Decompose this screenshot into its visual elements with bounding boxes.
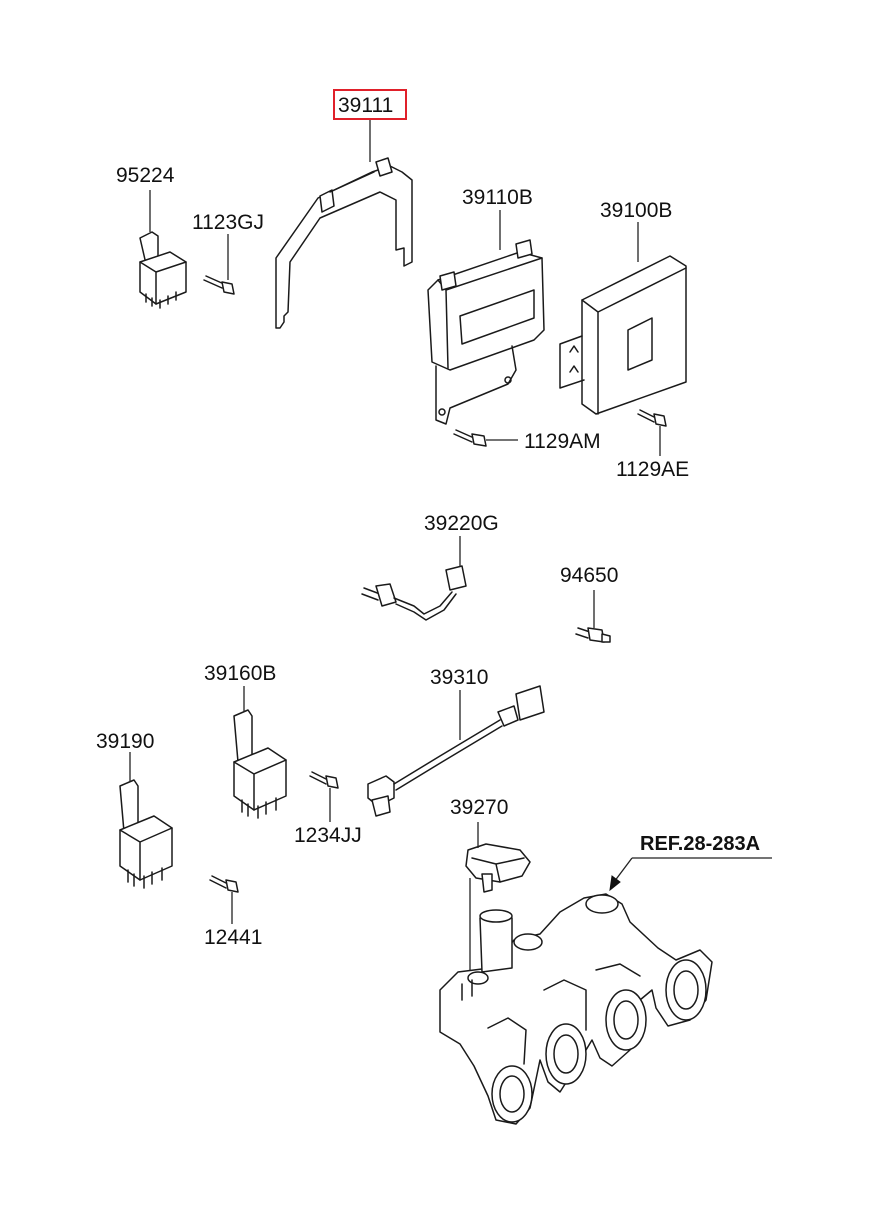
label-39160b[interactable]: 39160B <box>204 662 276 685</box>
relay-39160b[interactable] <box>233 709 287 819</box>
label-39111[interactable]: 39111 <box>338 94 393 117</box>
label-1123gj[interactable]: 1123GJ <box>192 211 264 234</box>
o2-sensor-39220g[interactable] <box>361 565 467 621</box>
sensor-39310[interactable] <box>367 685 545 817</box>
ecu-holder-39110b[interactable] <box>427 239 545 425</box>
label-39220g[interactable]: 39220G <box>424 512 499 535</box>
label-12441[interactable]: 12441 <box>204 926 262 949</box>
sensor-94650[interactable] <box>575 627 611 643</box>
sensor-39270[interactable] <box>465 843 531 893</box>
label-39270[interactable]: 39270 <box>450 796 508 819</box>
label-ref-28-283a[interactable]: REF.28-283A <box>640 833 760 855</box>
bolt-1129am[interactable] <box>453 429 487 447</box>
intake-manifold[interactable] <box>439 893 713 1125</box>
bolt-12441[interactable] <box>209 875 239 893</box>
ref-arrow-icon <box>609 875 621 892</box>
label-39100b[interactable]: 39100B <box>600 199 672 222</box>
label-1234jj[interactable]: 1234JJ <box>294 824 362 847</box>
label-39190[interactable]: 39190 <box>96 730 154 753</box>
label-95224[interactable]: 95224 <box>116 164 175 187</box>
ecu-39100b[interactable] <box>559 255 687 415</box>
bolt-1123gj[interactable] <box>203 275 235 295</box>
label-94650[interactable]: 94650 <box>560 564 618 587</box>
bolt-1129ae[interactable] <box>637 409 667 427</box>
label-1129am[interactable]: 1129AM <box>524 430 601 453</box>
relay-95224[interactable] <box>139 231 187 309</box>
bracket-39111[interactable] <box>275 157 413 329</box>
bolt-1234jj[interactable] <box>309 771 339 789</box>
highlight-box <box>333 89 407 120</box>
label-1129ae[interactable]: 1129AE <box>616 458 689 481</box>
label-39110b[interactable]: 39110B <box>462 186 533 209</box>
relay-39190[interactable] <box>119 779 173 889</box>
label-39310[interactable]: 39310 <box>430 666 488 689</box>
